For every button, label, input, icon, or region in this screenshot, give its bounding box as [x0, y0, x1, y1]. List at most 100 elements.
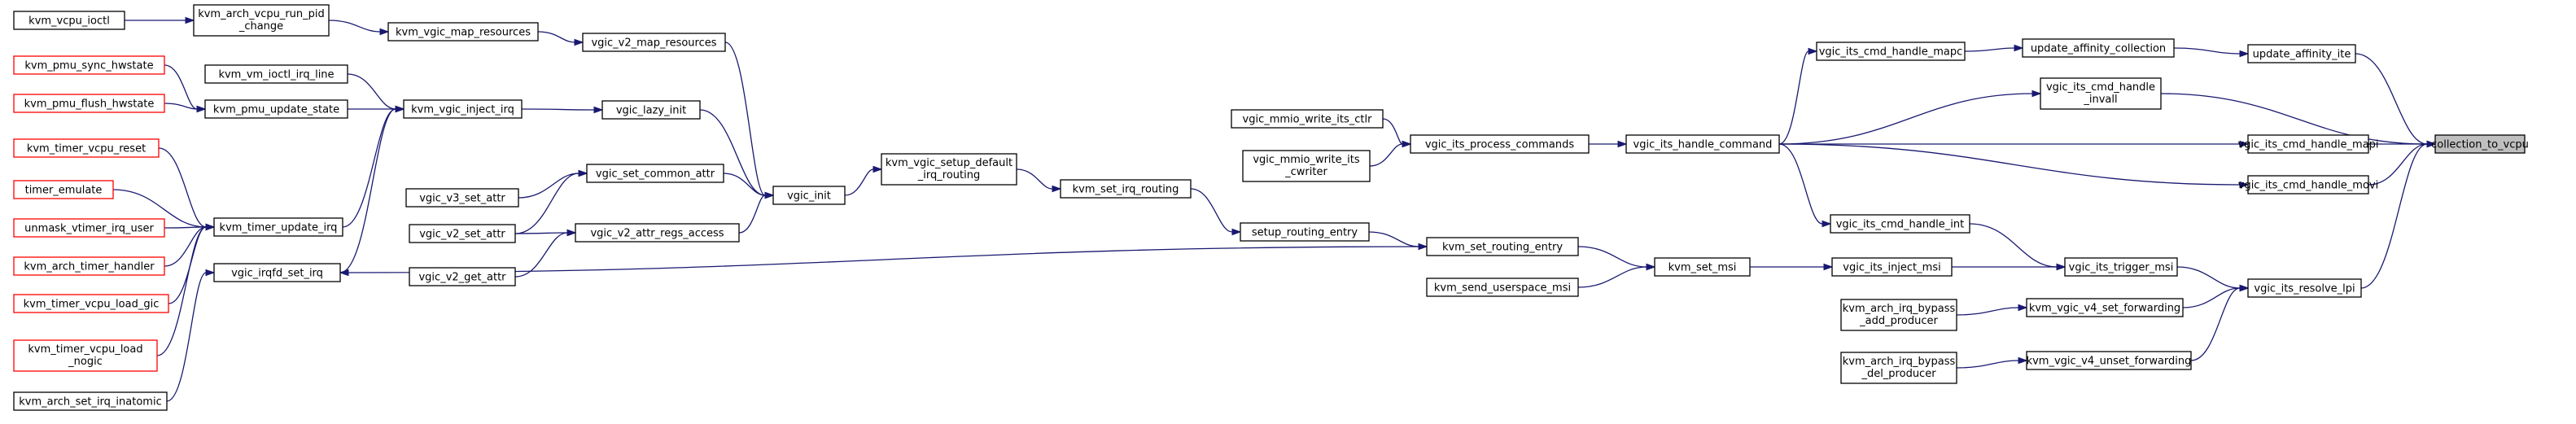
- node-vgic-its-cmd-handle-int[interactable]: vgic_its_cmd_handle_int: [1830, 214, 1970, 234]
- node-update-affinity-collection[interactable]: update_affinity_collection: [2022, 38, 2175, 58]
- edge-line: [1778, 143, 2241, 186]
- node-kvm-set-msi[interactable]: kvm_set_msi: [1654, 257, 1751, 277]
- node-kvm-arch-timer-handler[interactable]: kvm_arch_timer_handler: [13, 256, 165, 276]
- node-box: [1831, 257, 1953, 277]
- node-label: setup_routing_entry: [1252, 227, 1358, 239]
- node-kvm-arch-set-irq-inatomic[interactable]: kvm_arch_set_irq_inatomic: [13, 391, 168, 411]
- node-vgic-mmio-write-its-cwriter[interactable]: vgic_mmio_write_its_cwriter: [1242, 150, 1371, 182]
- node-vgic-its-cmd-handle-mapi[interactable]: vgic_its_cmd_handle_mapi: [2237, 134, 2379, 154]
- edge-arrowhead: [1822, 220, 1832, 228]
- node-collection-to-vcpu[interactable]: collection_to_vcpu: [2431, 134, 2529, 154]
- edge-vgic-irqfd-set-irq-to-kvm-vgic-inject-irq: [339, 105, 405, 273]
- node-label: kvm_arch_timer_handler: [24, 261, 155, 273]
- node-kvm-pmu-update-state[interactable]: kvm_pmu_update_state: [204, 99, 348, 119]
- node-vgic-v3-set-attr[interactable]: vgic_v3_set_attr: [405, 188, 519, 208]
- node-kvm-set-irq-routing[interactable]: kvm_set_irq_routing: [1060, 179, 1192, 199]
- node-kvm-set-routing-entry[interactable]: kvm_set_routing_entry: [1426, 237, 1579, 256]
- node-vgic-its-cmd-handle-mapc[interactable]: vgic_its_cmd_handle_mapc: [1816, 42, 1966, 61]
- node-box: [881, 153, 1017, 186]
- node-unmask-vtimer-irq-user[interactable]: unmask_vtimer_irq_user: [13, 218, 165, 238]
- edge-line: [2182, 287, 2241, 308]
- node-box: [1426, 278, 1579, 297]
- node-timer-emulate[interactable]: timer_emulate: [13, 180, 114, 199]
- node-kvm-vcpu-ioctl[interactable]: kvm_vcpu_ioctl: [13, 11, 125, 30]
- edge-arrowhead: [1646, 263, 1656, 271]
- node-kvm-timer-vcpu-load-gic[interactable]: kvm_timer_vcpu_load_gic: [13, 294, 169, 313]
- node-label: update_affinity_ite: [2253, 49, 2351, 61]
- node-update-affinity-ite[interactable]: update_affinity_ite: [2247, 44, 2356, 63]
- node-vgic-irqfd-set-irq[interactable]: vgic_irqfd_set_irq: [213, 263, 341, 282]
- node-label: vgic_its_handle_command: [1634, 139, 1773, 151]
- edge-line: [1956, 307, 2019, 316]
- node-box: [13, 339, 158, 372]
- node-label: _invall: [2083, 94, 2117, 106]
- node-vgic-v2-get-attr[interactable]: vgic_v2_get_attr: [409, 267, 516, 286]
- node-box: [405, 188, 519, 208]
- edge-kvm-set-routing-entry-to-kvm-set-msi: [1577, 246, 1656, 271]
- edge-vgic-its-resolve-lpi-to-collection-to-vcpu: [2360, 140, 2437, 289]
- edge-line: [1369, 143, 1403, 167]
- node-kvm-arch-irq-bypass-add-producer[interactable]: kvm_arch_irq_bypass_add_producer: [1840, 299, 1957, 331]
- node-kvm-vgic-v4-unset-forwarding[interactable]: kvm_vgic_v4_unset_forwarding: [2026, 351, 2192, 370]
- edge-line: [1016, 168, 1053, 190]
- node-label: update_affinity_collection: [2031, 43, 2166, 55]
- node-kvm-timer-update-irq[interactable]: kvm_timer_update_irq: [213, 217, 343, 237]
- edge-arrowhead: [593, 106, 604, 114]
- node-vgic-its-handle-command[interactable]: vgic_its_handle_command: [1625, 134, 1780, 154]
- node-box: [213, 263, 341, 282]
- node-kvm-timer-vcpu-reset[interactable]: kvm_timer_vcpu_reset: [13, 138, 160, 158]
- node-vgic-v2-set-attr[interactable]: vgic_v2_set_attr: [409, 224, 516, 243]
- node-label: kvm_pmu_sync_hwstate: [24, 60, 153, 72]
- node-box: [1426, 237, 1579, 256]
- edge-kvm-set-irq-routing-to-setup-routing-entry: [1190, 188, 1242, 236]
- node-kvm-send-userspace-msi[interactable]: kvm_send_userspace_msi: [1426, 278, 1579, 297]
- node-kvm-vgic-inject-irq[interactable]: kvm_vgic_inject_irq: [403, 99, 523, 119]
- node-kvm-timer-vcpu-load-nogic[interactable]: kvm_timer_vcpu_load_nogic: [13, 339, 158, 372]
- node-vgic-v2-map-resources[interactable]: vgic_v2_map_resources: [582, 33, 726, 52]
- node-vgic-set-common-attr[interactable]: vgic_set_common_attr: [586, 164, 724, 183]
- edge-kvm-pmu-sync-hwstate-to-kvm-pmu-update-state: [164, 64, 207, 113]
- edge-arrowhead: [2018, 356, 2028, 365]
- node-vgic-v2-attr-regs-access[interactable]: vgic_v2_attr_regs_access: [575, 223, 740, 243]
- edge-arrowhead: [2014, 44, 2024, 52]
- node-vgic-its-resolve-lpi[interactable]: vgic_its_resolve_lpi: [2247, 278, 2362, 298]
- node-box: [2247, 278, 2362, 298]
- edge-line: [2176, 266, 2241, 289]
- node-vgic-init[interactable]: vgic_init: [772, 186, 846, 205]
- edge-kvm-set-msi-to-vgic-its-inject-msi: [1750, 263, 1834, 271]
- node-label: kvm_timer_vcpu_reset: [27, 143, 146, 155]
- node-box: [13, 55, 165, 75]
- node-box: [387, 22, 539, 42]
- node-kvm-arch-vcpu-run-pid-change[interactable]: kvm_arch_vcpu_run_pid_change: [193, 4, 330, 37]
- node-kvm-pmu-flush-hwstate[interactable]: kvm_pmu_flush_hwstate: [13, 94, 165, 113]
- node-vgic-its-trigger-msi[interactable]: vgic_its_trigger_msi: [2064, 257, 2178, 277]
- edge-line: [1964, 47, 2015, 52]
- node-box: [409, 224, 516, 243]
- node-vgic-its-cmd-handle-movi[interactable]: vgic_its_cmd_handle_movi: [2238, 175, 2378, 195]
- node-setup-routing-entry[interactable]: setup_routing_entry: [1240, 222, 1370, 242]
- node-box: [2247, 44, 2356, 63]
- node-vgic-its-process-commands[interactable]: vgic_its_process_commands: [1410, 134, 1590, 154]
- node-vgic-its-inject-msi[interactable]: vgic_its_inject_msi: [1831, 257, 1953, 277]
- node-kvm-pmu-sync-hwstate[interactable]: kvm_pmu_sync_hwstate: [13, 55, 165, 75]
- node-vgic-mmio-write-its-ctlr[interactable]: vgic_mmio_write_its_ctlr: [1231, 109, 1384, 129]
- edge-arrowhead: [1617, 140, 1628, 148]
- node-vgic-its-cmd-handle-invall[interactable]: vgic_its_cmd_handle_invall: [2040, 77, 2162, 110]
- node-box: [2064, 257, 2178, 277]
- node-box: [2040, 77, 2162, 110]
- node-box: [409, 267, 516, 286]
- node-kvm-vgic-v4-set-forwarding[interactable]: kvm_vgic_v4_set_forwarding: [2026, 298, 2184, 317]
- edge-vgic-its-handle-command-to-vgic-its-cmd-handle-mapi: [1779, 140, 2250, 148]
- node-vgic-lazy-init[interactable]: vgic_lazy_init: [601, 100, 701, 120]
- node-kvm-vgic-setup-default-irq-routing[interactable]: kvm_vgic_setup_default_irq_routing: [881, 153, 1017, 186]
- node-kvm-vm-ioctl-irq-line[interactable]: kvm_vm_ioctl_irq_line: [204, 64, 348, 84]
- node-kvm-vgic-map-resources[interactable]: kvm_vgic_map_resources: [387, 22, 539, 42]
- node-label: vgic_its_process_commands: [1425, 139, 1575, 151]
- edge-kvm-set-routing-entry-to-vgic-irqfd-set-irq: [339, 246, 1428, 277]
- node-box: [1060, 179, 1192, 199]
- edge-line: [156, 226, 207, 356]
- edge-vgic-v2-attr-regs-access-to-vgic-init: [738, 191, 775, 234]
- edge-arrowhead: [2056, 263, 2066, 271]
- node-kvm-arch-irq-bypass-del-producer[interactable]: kvm_arch_irq_bypass_del_producer: [1840, 352, 1957, 384]
- edge-arrowhead: [1052, 185, 1062, 193]
